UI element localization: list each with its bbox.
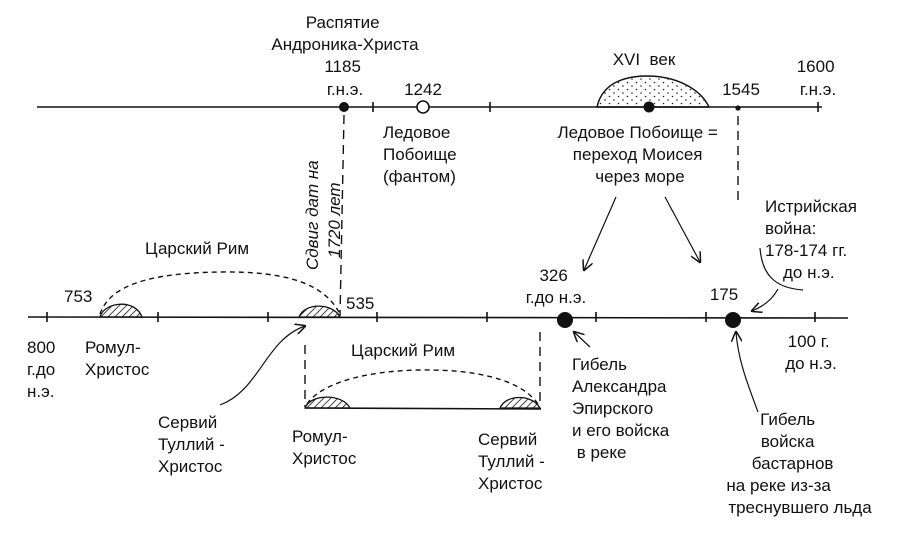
xvi-century-dome [596,75,711,108]
point-175 [725,312,741,328]
point-1185 [339,102,349,112]
year-800-label: 800 г.до н.э. [27,338,60,401]
crucifixion-label: Распятие Андроника-Христа [271,13,419,54]
upper-timeline: Распятие Андроника-Христа 1185 г.н.э. 12… [37,13,840,186]
servius-hatch-dome-2 [499,396,542,409]
arrow-to-175-from-below [736,332,759,413]
year-535-label: 535 [346,294,374,313]
year-175-label: 175 [710,285,738,304]
arrow-to-326-from-below [574,332,591,348]
shift-line-1185-to-535 [339,114,345,317]
arrow-to-175 [664,196,700,262]
arrow-from-istrian-war [752,247,804,311]
tsarsky-rim-arc-2 [306,369,539,405]
servius-hatch-dome-1 [298,305,342,318]
romul-label-1: Ромул- Христос [85,338,150,379]
shift-label: Сдвиг дат на 1720 лет [303,156,344,270]
point-1545 [735,105,741,111]
romul-label-2: Ромул- Христос [292,427,357,468]
year-753-label: 753 [64,287,92,306]
tsarsky-rim-inset: Царский Рим Ромул- Христос Сервий Туллий… [292,332,550,493]
tsarsky-rim-label-2: Царский Рим [351,341,455,360]
lower-axis-line [27,316,849,319]
romul-hatch-dome-2 [304,396,352,409]
point-xvi-century [643,101,655,113]
bastarnae-death-label: Гибель войска бастарнов на реке из-за тр… [726,410,872,517]
point-1242-phantom [416,100,430,114]
lower-timeline: 753 535 Царский Рим 800 г.до н.э. Ромул-… [27,197,872,517]
arrow-to-326 [584,196,617,270]
alexander-death-label: Гибель Александра Эпирского и его войска… [572,355,674,462]
year-100-label: 100 г. до н.э. [785,332,837,373]
servius-label-2: Сервий Туллий - Христос [478,430,550,493]
year-326-label: 326 г.до н.э. [526,266,586,307]
ice-battle-moses-label: Ледовое Побоище = переход Моисея через м… [557,123,722,186]
ice-battle-phantom-label: Ледовое Побоище (фантом) [383,123,461,186]
tsarsky-rim-label-1: Царский Рим [145,239,249,258]
point-326 [557,312,573,328]
year-1545-label: 1545 [722,80,760,99]
istrian-war-label: Истрийская война: 178-174 гг. до н.э. [765,197,862,282]
tsarsky-rim-arc-1 [99,271,341,315]
year-1600-label: 1600 г.н.э. [797,57,840,99]
servius-label-1: Сервий Туллий - Христос [158,413,230,476]
year-1242-label: 1242 [404,80,442,99]
arrow-to-servius-1 [219,326,305,406]
year-1185-label: 1185 г.н.э. [324,57,365,99]
romul-hatch-dome-1 [99,303,143,318]
xvi-century-label: XVI век [613,50,676,69]
